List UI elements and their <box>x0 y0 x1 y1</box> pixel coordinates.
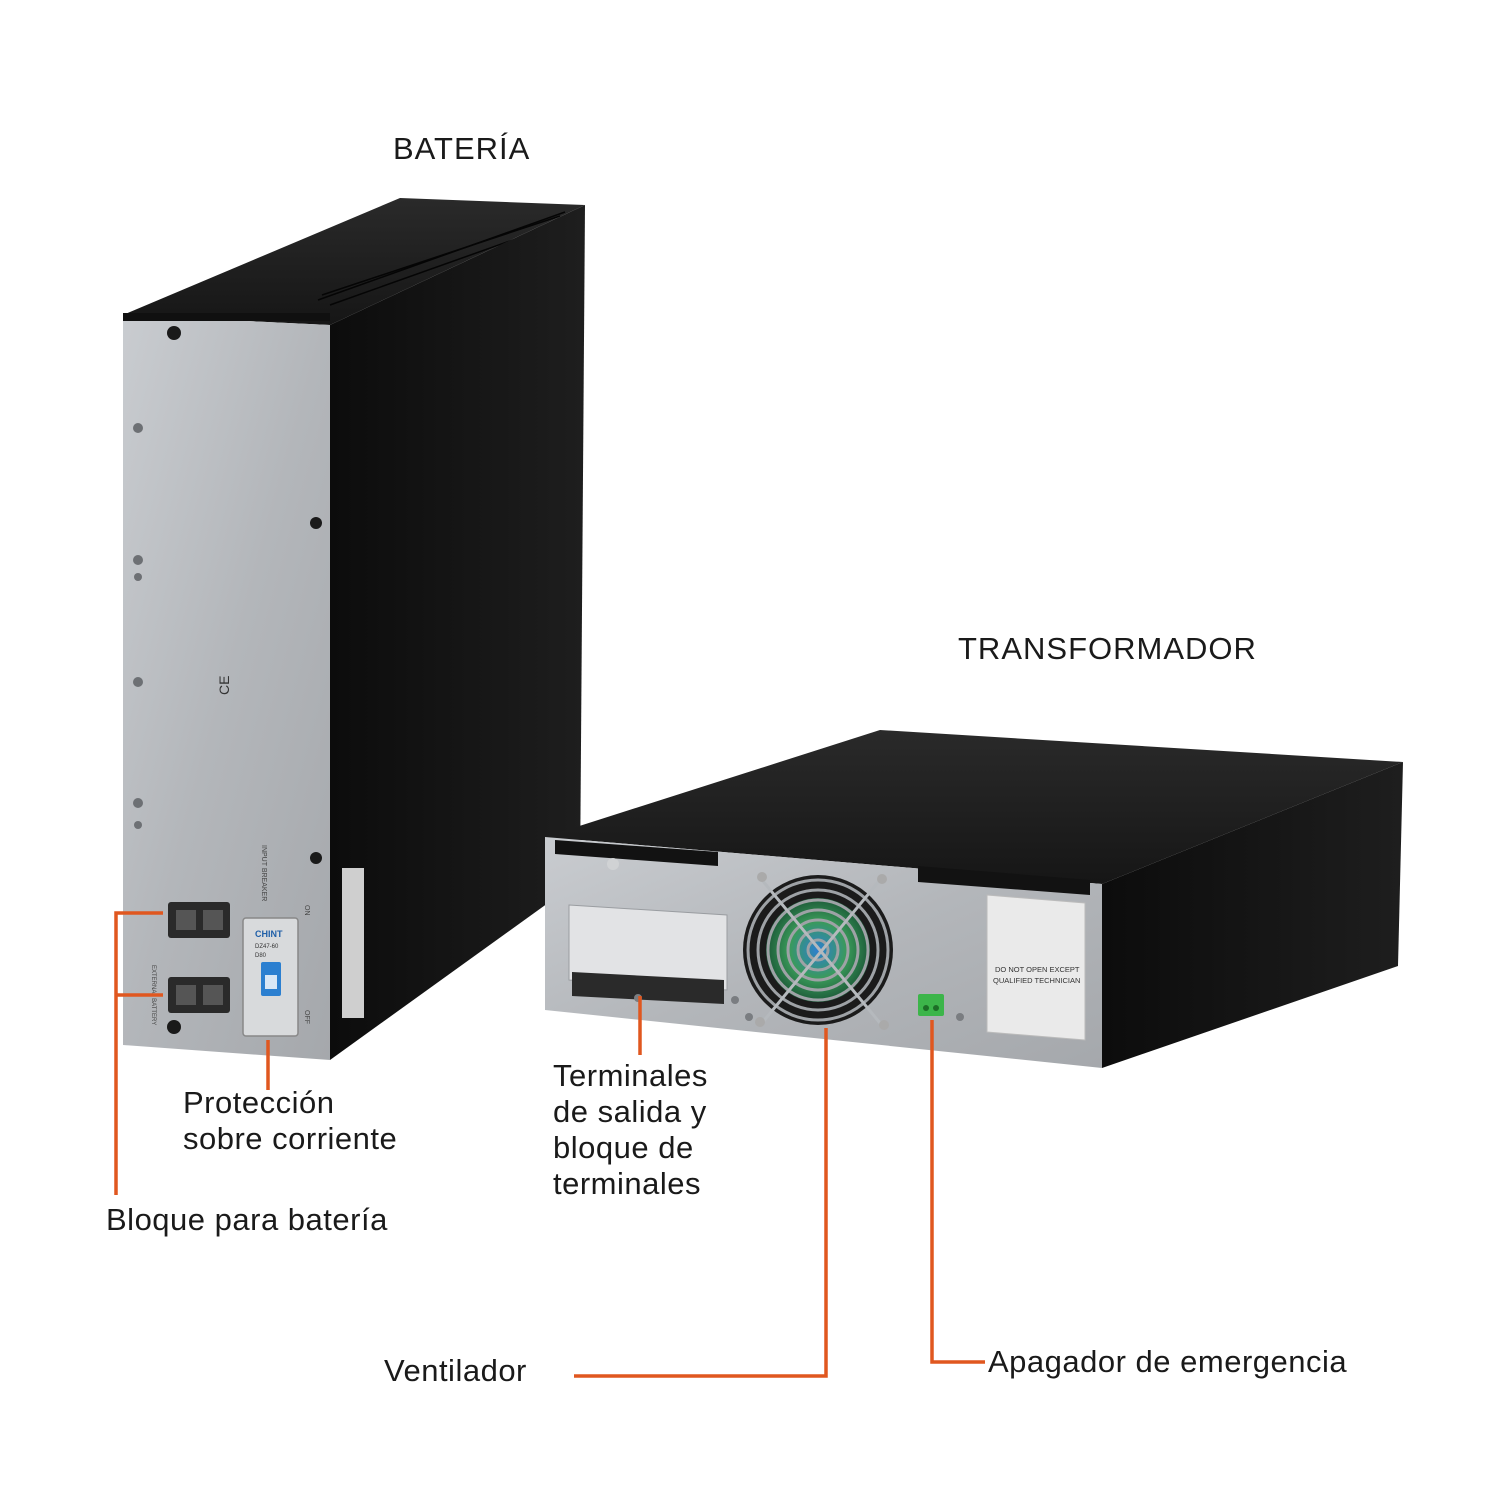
emergency-switch-line <box>930 1020 985 1364</box>
breaker-rating: D80 <box>255 953 267 959</box>
battery-heading: BATERÍA <box>393 131 531 166</box>
breaker-model: DZ47-60 <box>255 944 279 950</box>
transformer-top-face <box>545 730 1403 884</box>
battery-screws <box>133 326 322 1034</box>
breaker-brand: CHINT <box>255 929 283 939</box>
output-terminals-label: Terminales de salida y bloque de termina… <box>553 1058 708 1202</box>
output-terminal-slot <box>572 972 724 1004</box>
fan-label: Ventilador <box>384 1353 527 1388</box>
battery-top-face <box>123 198 585 325</box>
output-terminals-line-1: Terminales <box>553 1058 708 1093</box>
callout-lines <box>114 911 985 1378</box>
output-terminals-line-3: bloque de <box>553 1130 694 1165</box>
circuit-breaker: CHINT DZ47-60 D80 <box>242 917 299 1037</box>
warning-line-2: QUALIFIED TECHNICIAN <box>993 976 1080 985</box>
breaker-on-label: ON <box>303 905 310 916</box>
ce-mark: CE <box>216 676 232 695</box>
emergency-switch-label: Apagador de emergencia <box>988 1344 1348 1379</box>
transformer-heading: TRANSFORMADOR <box>958 631 1257 666</box>
breaker-off-label: OFF <box>303 1010 310 1024</box>
fan-line <box>574 1028 828 1378</box>
battery-connector-upper <box>168 902 230 938</box>
transformer-cabinet: DO NOT OPEN EXCEPT QUALIFIED TECHNICIAN <box>545 730 1403 1068</box>
input-breaker-label: INPUT BREAKER <box>260 845 267 901</box>
battery-side-panel <box>330 205 585 1060</box>
output-terminals-line-4: terminales <box>553 1166 701 1201</box>
battery-connector-lower <box>168 977 230 1013</box>
battery-front-panel <box>123 315 330 1060</box>
overcurrent-line-2: sobre corriente <box>183 1121 398 1156</box>
output-terminal-cover <box>568 904 728 991</box>
transformer-side-panel <box>1102 762 1403 1068</box>
overcurrent-line-1: Protección <box>183 1085 335 1120</box>
warning-line-1: DO NOT OPEN EXCEPT <box>995 965 1080 974</box>
emergency-switch-terminal <box>918 994 944 1016</box>
cooling-fan <box>743 872 893 1030</box>
overcurrent-protection-label: Protección sobre corriente <box>183 1085 397 1157</box>
battery-block-line <box>114 911 163 1195</box>
battery-block-label: Bloque para batería <box>106 1202 388 1237</box>
warning-sticker <box>986 894 1086 1041</box>
battery-cabinet: CE INPUT BREAKER EXTERNAL BATTERY CHINT … <box>123 198 585 1060</box>
output-terminals-line-2: de salida y <box>553 1094 707 1129</box>
